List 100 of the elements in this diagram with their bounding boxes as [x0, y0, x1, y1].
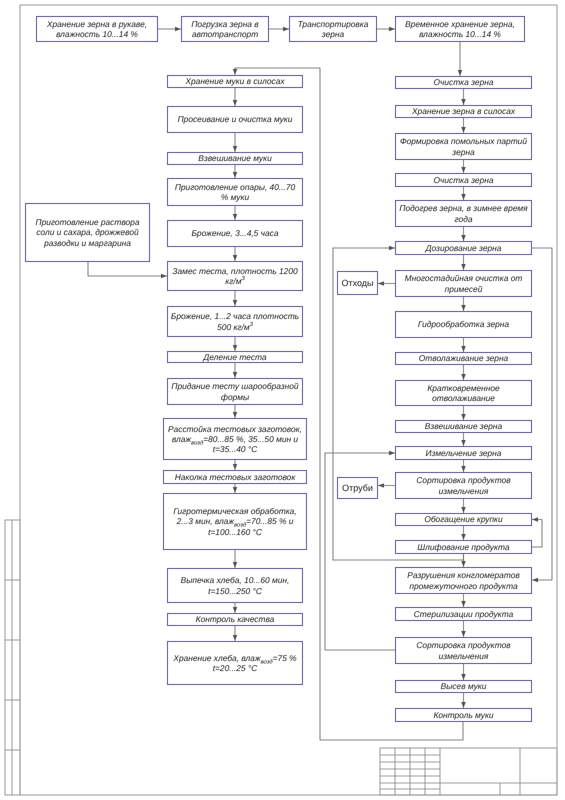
arrow — [461, 296, 466, 312]
step-label: Кратковременное отволаживание — [426, 382, 501, 404]
step-label: Брожение, 3...4,5 часа — [191, 228, 279, 239]
step-label: Приготовление раствора соли и сахара, дрожжевой разводки и маргарина — [34, 217, 140, 248]
arrow — [88, 262, 168, 278]
arrow — [376, 26, 396, 32]
step-label: Гигротермическая обработка, 2...3 мин, влаж$_{возд}$=70...85 % и t=100...160 °С — [172, 506, 298, 537]
arrow — [232, 460, 238, 470]
process-box — [163, 418, 307, 460]
step-label: Формировка помольных партий зерна — [398, 136, 528, 157]
arrow — [232, 626, 238, 642]
process-box — [395, 76, 532, 89]
process-box — [395, 380, 532, 406]
step-label: Высев муки — [440, 681, 486, 692]
arrow — [532, 248, 552, 582]
arrow — [232, 484, 238, 494]
arrow — [158, 26, 182, 32]
arrow — [232, 246, 238, 262]
process-box — [395, 472, 532, 499]
step-label: Просеивание и очистка муки — [178, 114, 292, 125]
process-box — [181, 16, 269, 42]
step-label: Взвешивание зерна — [424, 421, 502, 432]
process-box — [163, 493, 307, 550]
arrow — [461, 692, 466, 708]
process-box — [25, 203, 150, 262]
step-label: Дозирование зерна — [426, 242, 502, 254]
step-label: Сортировка продуктов измельчения — [415, 475, 512, 496]
process-box — [337, 271, 378, 295]
process-box — [395, 567, 532, 594]
arrow — [461, 432, 466, 446]
step-label: Замес теста, плотность 1200 кг/м$^{3}$ — [171, 266, 299, 286]
arrow — [461, 526, 466, 540]
arrow — [232, 132, 238, 152]
arrow — [232, 68, 464, 740]
process-box — [395, 16, 525, 42]
arrow — [232, 336, 238, 352]
process-box — [167, 568, 303, 603]
process-box — [395, 540, 532, 554]
arrow — [461, 620, 466, 638]
step-label: Сортировка продуктов измельчения — [415, 640, 512, 661]
process-box — [337, 477, 378, 499]
process-box — [167, 220, 303, 247]
step-label: Отволаживание зерна — [418, 353, 508, 364]
step-label: Подогрев зерна, в зимнее время года — [398, 203, 529, 224]
step-label: Разрушения конгломератов промежуточного продукта — [406, 570, 521, 591]
step-label: Временное хранение зерна, влажность 10...14 % — [404, 18, 516, 40]
process-box — [395, 637, 532, 664]
arrow — [461, 364, 466, 380]
step-label: Стерилизации продукта — [414, 608, 514, 620]
step-label: Наколка тестовых заготовок — [174, 472, 296, 482]
step-label: Очистка зерна — [434, 77, 494, 88]
step-label: Очистка зерна — [434, 174, 494, 186]
arrow — [461, 88, 466, 106]
process-box — [395, 420, 532, 433]
arrow — [461, 186, 466, 200]
process-box — [36, 16, 158, 42]
arrow — [232, 88, 238, 106]
step-label: Гидрообработка зерна — [418, 319, 510, 330]
arrow — [232, 206, 238, 220]
process-box — [395, 133, 532, 160]
arrow — [461, 664, 466, 680]
arrow — [332, 246, 464, 560]
process-box — [167, 306, 303, 337]
arrow — [232, 290, 238, 306]
process-box — [395, 311, 532, 338]
arrow — [461, 254, 466, 270]
process-box — [395, 607, 532, 621]
arrow — [461, 498, 466, 514]
arrow — [268, 26, 290, 32]
arrow — [461, 338, 466, 352]
arrow — [232, 362, 238, 378]
step-label: Расстойка тестовых заготовок, влаж$_{возд}$=80...85 %, 35...50 мин и t=35...40 °С — [167, 424, 303, 454]
process-box — [167, 178, 303, 206]
step-label: Многостадийная очистка от примесей — [404, 273, 524, 294]
step-label: Отруби — [342, 482, 373, 494]
process-box — [167, 106, 303, 133]
arrow — [232, 404, 238, 418]
arrow — [461, 118, 466, 134]
arrow — [458, 42, 462, 76]
arrow — [324, 450, 396, 650]
arrow — [232, 550, 238, 568]
step-label: Хранение зерна в силосах — [412, 106, 516, 117]
process-box — [167, 641, 303, 685]
process-box — [395, 352, 532, 365]
process-box — [167, 613, 303, 626]
step-label: Обогащение крупки — [424, 514, 503, 525]
arrow — [532, 517, 542, 548]
process-box — [395, 513, 532, 526]
process-box — [395, 680, 532, 693]
step-label: Брожение, 1...2 часа плотность 500 кг/м$^{3}$ — [170, 311, 300, 332]
process-box — [395, 446, 532, 460]
process-box — [395, 241, 532, 255]
step-label: Отходы — [341, 278, 374, 288]
process-box — [163, 470, 307, 484]
arrow — [378, 281, 396, 286]
arrow — [232, 602, 238, 614]
step-label: Транспортировка зерна — [296, 18, 370, 40]
arrow — [461, 160, 466, 174]
process-box — [395, 708, 532, 722]
process-box — [167, 75, 303, 88]
